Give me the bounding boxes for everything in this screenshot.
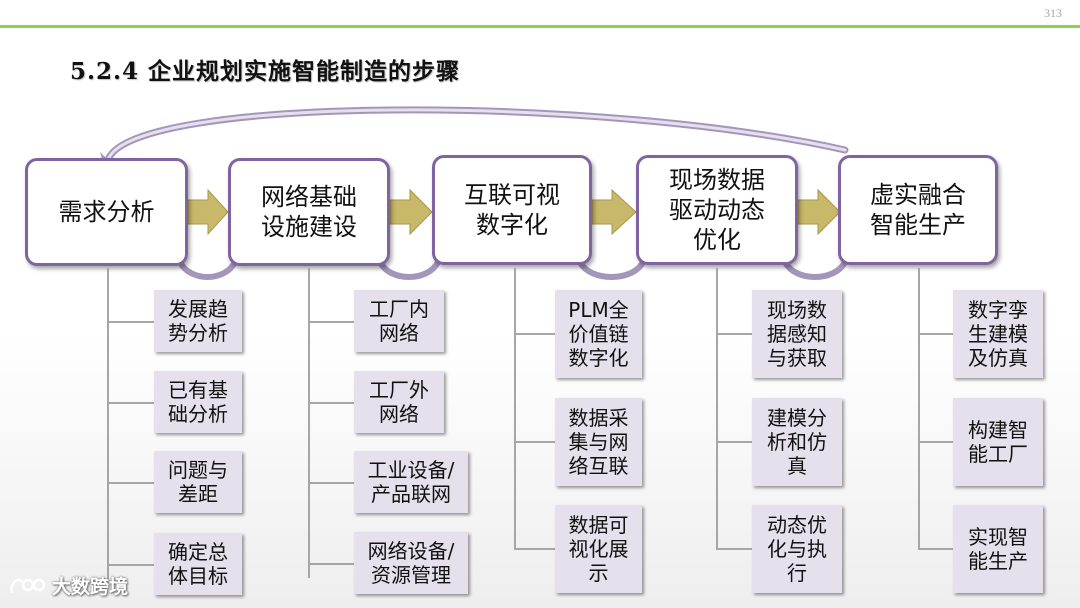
stage-virtual-real-fusion: 虚实融合 智能生产 bbox=[838, 155, 998, 265]
sub-box: 动态优 化与执 行 bbox=[752, 505, 842, 593]
flow-arrow-4 bbox=[797, 188, 841, 236]
stage-demand-analysis: 需求分析 bbox=[25, 158, 188, 266]
sub-box: 确定总 体目标 bbox=[154, 533, 242, 595]
connector-vertical-4 bbox=[716, 268, 718, 550]
slide-title: 5.2.4 企业规划实施智能制造的步骤 bbox=[70, 58, 461, 85]
sub-box: 构建智 能工厂 bbox=[953, 398, 1043, 486]
watermark-text: 大数跨境 bbox=[52, 576, 129, 598]
sub-box: 发展趋 势分析 bbox=[154, 290, 242, 352]
connector-vertical-1 bbox=[107, 268, 109, 580]
sub-box: PLM全 价值链 数字化 bbox=[555, 290, 642, 378]
stage-network-infrastructure: 网络基础 设施建设 bbox=[228, 158, 390, 266]
loop-arrow-4 bbox=[782, 260, 848, 280]
watermark: 大数跨境 bbox=[8, 572, 128, 599]
connector-vertical-3 bbox=[514, 268, 516, 550]
sub-box: 问题与 差距 bbox=[154, 451, 242, 513]
feedback-loop-arrow bbox=[104, 106, 849, 164]
sub-box: 建模分 析和仿 真 bbox=[752, 398, 842, 486]
page-number: 313 bbox=[1044, 6, 1062, 20]
connector-vertical-5 bbox=[918, 268, 920, 550]
flow-arrow-1 bbox=[187, 188, 229, 236]
loop-arrow-2 bbox=[377, 260, 441, 280]
stage-interconnect-visual-digital: 互联可视 数字化 bbox=[432, 155, 592, 265]
sub-box: 数字孪 生建模 及仿真 bbox=[953, 290, 1043, 378]
sub-box: 数据采 集与网 络互联 bbox=[555, 398, 642, 486]
loop-arrow-1 bbox=[177, 260, 238, 280]
sub-box: 数据可 视化展 示 bbox=[555, 505, 642, 593]
watermark-logo-icon bbox=[10, 578, 46, 593]
flow-arrow-3 bbox=[591, 188, 637, 236]
sub-box: 已有基 础分析 bbox=[154, 371, 242, 433]
sub-box: 工业设备/ 产品联网 bbox=[354, 451, 468, 513]
sub-box: 现场数 据感知 与获取 bbox=[752, 290, 842, 378]
loop-arrow-3 bbox=[577, 260, 646, 280]
sub-box: 工厂内 网络 bbox=[354, 290, 444, 352]
sub-box: 工厂外 网络 bbox=[354, 371, 444, 433]
sub-box: 网络设备/ 资源管理 bbox=[354, 532, 468, 594]
top-accent-line bbox=[0, 25, 1080, 28]
connector-vertical-2 bbox=[308, 268, 310, 578]
stage-onsite-data-optimization: 现场数据 驱动动态 优化 bbox=[636, 155, 798, 265]
sub-box: 实现智 能生产 bbox=[953, 505, 1043, 593]
flow-arrow-2 bbox=[389, 188, 433, 236]
